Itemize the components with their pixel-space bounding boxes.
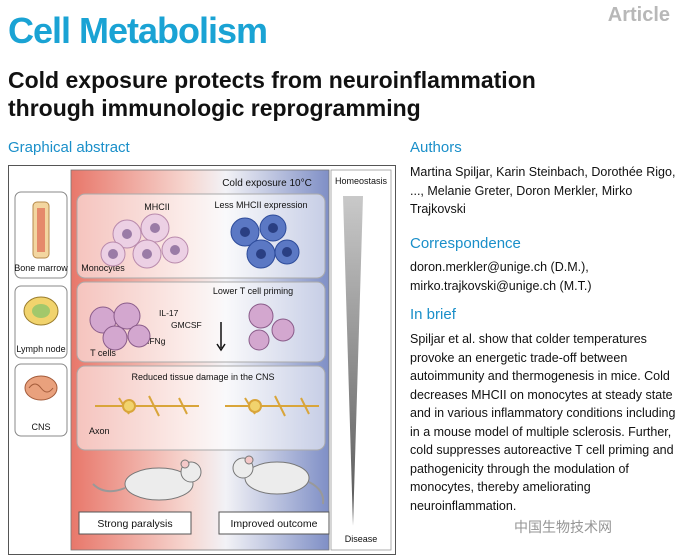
t-cells-left [89, 302, 151, 351]
strong-paralysis-label: Strong paralysis [97, 518, 172, 530]
organ-cns: CNS [31, 422, 50, 432]
title-line-1: Cold exposure protects from neuroinflamm… [8, 67, 536, 93]
less-mhcii-label: Less MHCII expression [214, 200, 307, 210]
organ-lymph-node: Lymph node [16, 344, 65, 354]
lower-priming-label: Lower T cell priming [213, 286, 293, 296]
reduced-damage-label: Reduced tissue damage in the CNS [131, 372, 274, 382]
in-brief-text: Spiljar et al. show that colder temperat… [410, 332, 676, 513]
article-type-label: Article [607, 4, 670, 26]
in-brief-heading: In brief [410, 306, 456, 323]
disease-label: Disease [345, 534, 378, 544]
email-2[interactable]: mirko.trajkovski@unige.ch (M.T.) [410, 278, 592, 293]
axon-label: Axon [89, 426, 110, 436]
graphical-abstract-figure: Bone marrow Lymph node CNS Homeostasis D… [8, 165, 396, 555]
title-line-2: through immunologic reprogramming [8, 95, 421, 121]
journal-title: Cell Metabolism [8, 10, 268, 51]
t-cells-label: T cells [90, 348, 116, 358]
graphical-abstract-heading: Graphical abstract [8, 139, 130, 156]
monocyte-cells-left [100, 213, 189, 269]
email-1[interactable]: doron.merkler@unige.ch (D.M.), [410, 260, 589, 274]
neuron-right [225, 395, 319, 417]
organ-bone-marrow: Bone marrow [14, 263, 68, 273]
authors-list: Martina Spiljar, Karin Steinbach, Doroth… [410, 165, 676, 216]
mhcii-label: MHCII [144, 202, 170, 212]
homeostasis-label: Homeostasis [335, 176, 388, 186]
correspondence-emails: doron.merkler@unige.ch (D.M.), mirko.tra… [410, 258, 678, 295]
neuron-left [95, 395, 199, 417]
mouse-left [92, 459, 202, 501]
monocyte-cells-right [230, 214, 300, 269]
correspondence-heading: Correspondence [410, 235, 521, 252]
mouse-right [232, 455, 325, 505]
authors-heading: Authors [410, 139, 462, 156]
monocytes-label: Monocytes [81, 263, 125, 273]
improved-outcome-label: Improved outcome [231, 518, 318, 530]
t-cells-right [248, 303, 295, 351]
watermark: 中国生物技术网 [514, 519, 612, 535]
ifng-label: IFNg [147, 336, 166, 346]
il17-label: IL-17 [159, 308, 179, 318]
cold-exposure-label: Cold exposure 10°C [222, 178, 312, 189]
article-title: Cold exposure protects from neuroinflamm… [8, 66, 668, 122]
gmcsf-label: GMCSF [171, 320, 202, 330]
organ-labels: Bone marrow Lymph node CNS [14, 263, 68, 432]
